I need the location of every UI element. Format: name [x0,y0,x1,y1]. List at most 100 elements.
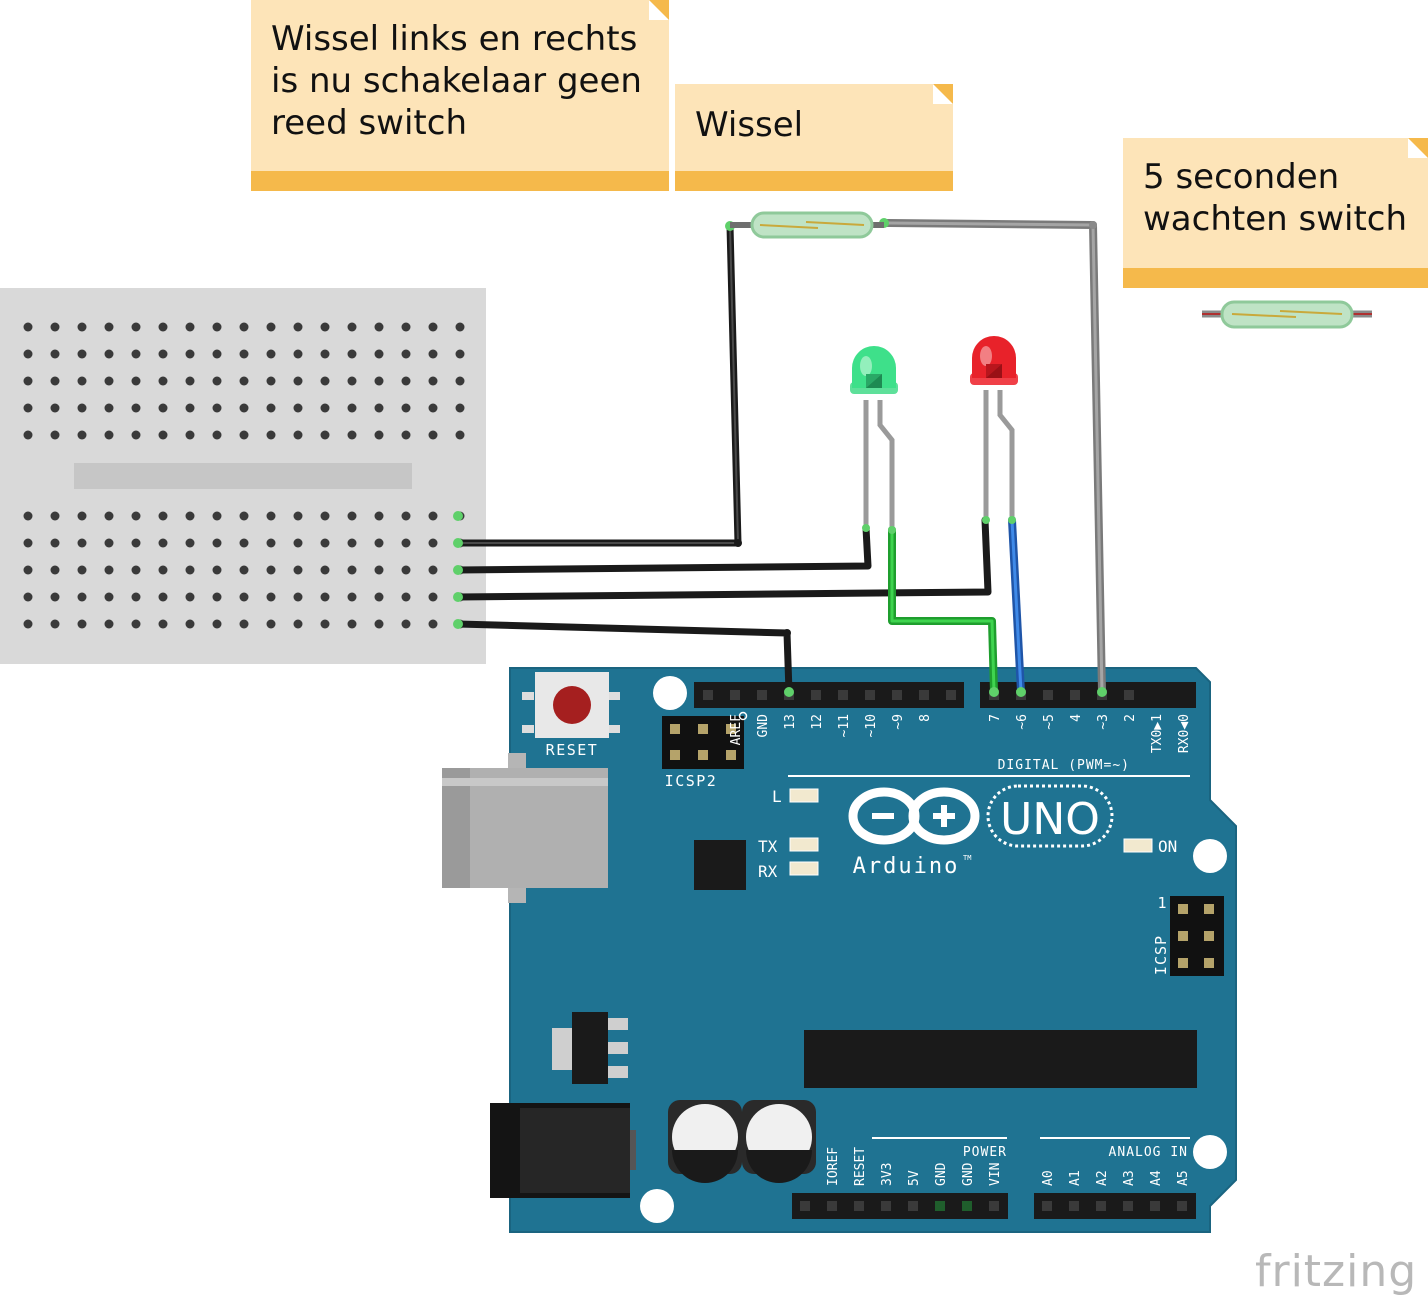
breadboard-hole [266,376,276,386]
breadboard-hole [347,592,357,602]
power-pin-label: IOREF [826,1147,841,1186]
breadboard-hole [158,403,168,413]
breadboard-hole [401,430,411,440]
header-pin [1096,1201,1106,1211]
reed-switch-wait [1202,300,1372,329]
breadboard-hole [401,619,411,629]
fritzing-logo: fritzing [1255,1246,1418,1297]
wire-blue-pin6-hl [1010,518,1023,694]
breadboard-hole [239,403,249,413]
breadboard-hole [428,376,438,386]
digital-header-right [980,682,1196,708]
power-header [792,1193,1008,1219]
breadboard-hole [212,403,222,413]
breadboard-hole [185,592,195,602]
breadboard-hole [158,349,168,359]
usb-connector [442,753,608,903]
analog-label: ANALOG IN [1109,1145,1188,1160]
breadboard-hole [131,592,141,602]
icsp2-header [662,711,748,769]
breadboard-hole [185,322,195,332]
usb-chip [694,840,746,890]
reed-switch [730,211,884,239]
analog-pin-label: A5 [1176,1170,1191,1186]
breadboard-hole [104,511,114,521]
digital-pin-label: 4 [1069,714,1084,722]
breadboard-hole [266,619,276,629]
breadboard-hole [428,430,438,440]
digital-pin-label: TX0▶1 [1150,714,1165,753]
breadboard-hole [131,403,141,413]
header-pin [1069,1201,1079,1211]
pin-connections [784,687,1107,697]
note-text: Wissel links en rechts is nu schakelaar … [271,19,642,143]
breadboard-hole [131,349,141,359]
breadboard-hole [401,565,411,575]
breadboard-hole [50,565,60,575]
breadboard-hole [50,511,60,521]
breadboard-hole [77,538,87,548]
breadboard-hole [293,403,303,413]
breadboard-hole [374,619,384,629]
breadboard-hole [320,565,330,575]
breadboard-hole [185,565,195,575]
breadboard-hole [50,349,60,359]
header-pin [865,690,875,700]
breadboard-hole [455,430,465,440]
wires [454,219,1106,696]
digital-pin-label: AREF [729,714,744,745]
power-label: POWER [963,1145,1007,1160]
header-pin [800,1201,810,1211]
breadboard-hole [239,619,249,629]
led-tx [789,837,819,852]
breadboard-hole [23,592,33,602]
note-bar [251,171,669,191]
header-pin [730,690,740,700]
breadboard-hole [428,592,438,602]
header-pin [962,1201,972,1211]
breadboard-hole [104,592,114,602]
arduino-logo [848,784,1114,848]
digital-label: DIGITAL (PWM=~) [998,758,1130,773]
breadboard-hole [104,538,114,548]
breadboard-hole [50,619,60,629]
header-pin [1042,1201,1052,1211]
note-fold [1408,138,1428,158]
breadboard-hole [293,565,303,575]
breadboard-hole [212,538,222,548]
icsp-pin1-label: 1 [1157,894,1166,912]
breadboard-hole [401,511,411,521]
note-wissel-links-rechts: Wissel links en rechts is nu schakelaar … [251,0,669,191]
breadboard-hole [158,538,168,548]
power-pin-label: 3V3 [880,1163,895,1186]
note-fold [933,84,953,104]
note-wissel: Wissel [675,84,953,191]
breadboard-hole [374,538,384,548]
breadboard-hole [293,511,303,521]
breadboard-hole [50,592,60,602]
note-text: Wissel [695,105,804,145]
breadboard-hole [428,619,438,629]
breadboard-hole [50,322,60,332]
breadboard-hole [293,538,303,548]
breadboard-hole [347,349,357,359]
led-rx-label: RX [758,862,778,881]
breadboard-hole [23,511,33,521]
reset-button[interactable] [522,672,620,738]
breadboard-hole [23,376,33,386]
trademark-label: TM [963,854,971,862]
wire-black-green-led [454,524,872,574]
breadboard-hole [131,619,141,629]
header-pin [1123,1201,1133,1211]
breadboard-hole [347,511,357,521]
mounting-hole [1193,839,1227,873]
breadboard-hole [158,430,168,440]
analog-pin-label: A0 [1041,1170,1056,1186]
breadboard-hole [293,430,303,440]
icsp2-label: ICSP2 [665,772,718,790]
breadboard-hole [131,565,141,575]
breadboard-hole [428,322,438,332]
breadboard-hole [158,619,168,629]
breadboard-hole [347,430,357,440]
